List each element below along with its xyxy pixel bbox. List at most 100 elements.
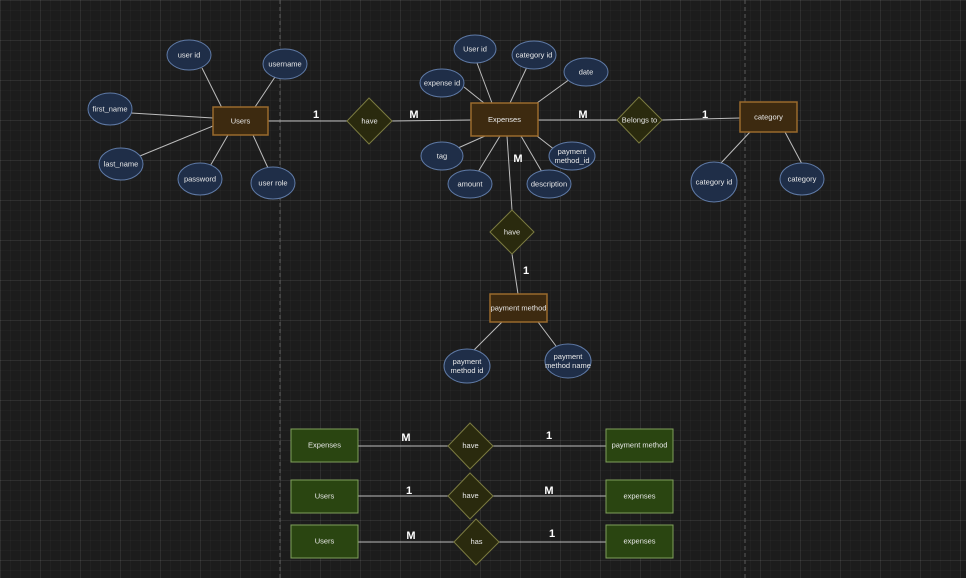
summary-row-1: Expenses M have 1 payment method (290, 422, 674, 470)
attribute-expenses-category-id[interactable]: category id (511, 40, 557, 70)
summary-row-2-right-label: expenses (623, 491, 655, 500)
entity-payment-method[interactable]: payment method (489, 293, 548, 323)
attribute-payment-method-id[interactable]: payment method id (443, 348, 491, 384)
summary-row-2-left-cardinality: 1 (406, 485, 412, 497)
cardinality-expenses-side-payment: M (513, 153, 522, 165)
attribute-category-category-id[interactable]: category id (690, 161, 738, 203)
cardinality-expenses-side-users: M (409, 109, 418, 121)
edge-expenses-expense-id (463, 86, 485, 104)
attribute-users-last-name-label: last_name (104, 159, 139, 168)
attribute-category-category-label: category (788, 174, 817, 183)
summary-row-1-right-label: payment method (612, 440, 668, 449)
attribute-users-user-id[interactable]: user id (166, 39, 212, 71)
attribute-expenses-expense-id[interactable]: expense id (419, 68, 465, 98)
attribute-expenses-tag-label: tag (437, 151, 447, 160)
edge-have-expenses (391, 119, 472, 122)
edge-expenses-have-payment (506, 135, 513, 211)
edge-belongs-to-category (661, 117, 741, 121)
summary-row-1-relationship-label: have (462, 441, 478, 450)
summary-row-2-relationship[interactable]: have (447, 472, 494, 520)
entity-payment-method-label: payment method (491, 303, 547, 312)
summary-row-2-relationship-label: have (462, 491, 478, 500)
cardinality-users-side: 1 (313, 109, 319, 121)
attribute-expenses-description-label: description (531, 179, 567, 188)
attribute-expenses-category-id-label: category id (516, 50, 553, 59)
attribute-users-first-name[interactable]: first_name (87, 92, 133, 126)
entity-users[interactable]: Users (212, 106, 269, 136)
summary-row-2-right-cardinality: M (544, 485, 553, 497)
summary-row-2-right-entity[interactable]: expenses (605, 479, 674, 514)
attribute-payment-method-id-line2: method id (451, 366, 484, 375)
attribute-expenses-user-id-label: User id (463, 44, 487, 53)
attribute-users-password-label: password (184, 174, 216, 183)
entity-users-label: Users (231, 116, 251, 125)
summary-row-1-left-entity[interactable]: Expenses (290, 428, 359, 463)
edge-users-user-id (201, 67, 223, 109)
edge-users-password (208, 134, 229, 169)
entity-expenses[interactable]: Expenses (470, 102, 539, 137)
attribute-category-category[interactable]: category (779, 162, 825, 196)
summary-row-1-right-entity[interactable]: payment method (605, 428, 674, 463)
edge-expenses-amount (477, 135, 501, 173)
edge-category-category (784, 131, 803, 165)
attribute-expenses-amount-label: amount (457, 179, 483, 188)
relationship-expenses-payment-label: have (504, 227, 520, 236)
attribute-users-password[interactable]: password (177, 162, 223, 196)
cardinality-payment-side: 1 (523, 265, 529, 277)
relationship-users-expenses-label: have (361, 116, 377, 125)
edge-expenses-payment-method-id (536, 135, 556, 151)
relationship-users-expenses[interactable]: have (346, 97, 393, 145)
edge-users-username (254, 76, 276, 108)
edge-users-user-role (252, 134, 269, 169)
summary-row-1-left-cardinality: M (401, 432, 410, 444)
attribute-category-category-id-label: category id (696, 177, 733, 186)
summary-row-3-relationship[interactable]: has (453, 518, 500, 566)
edge-payment-method-id (472, 321, 503, 352)
relationship-expenses-category-label: Belongs to (622, 115, 657, 124)
attribute-payment-method-name[interactable]: payment method name (544, 343, 592, 379)
attribute-users-user-role[interactable]: user role (250, 166, 296, 200)
summary-row-3-right-label: expenses (623, 536, 655, 545)
attribute-users-user-id-label: user id (178, 50, 201, 59)
summary-row-3-left-entity[interactable]: Users (290, 524, 359, 559)
cardinality-category-side: 1 (702, 109, 708, 121)
summary-row-3-right-entity[interactable]: expenses (605, 524, 674, 559)
summary-row-2-left-entity[interactable]: Users (290, 479, 359, 514)
summary-row-3: Users M has 1 expenses (290, 518, 674, 566)
attribute-expenses-payment-method-id-line1: payment (558, 147, 588, 156)
edge-users-last-name (134, 125, 214, 159)
attribute-users-first-name-label: first_name (92, 104, 127, 113)
attribute-expenses-tag[interactable]: tag (420, 141, 464, 171)
attribute-payment-method-name-line1: payment (554, 352, 584, 361)
edge-payment-method-name (537, 321, 557, 347)
edge-category-category-id (720, 131, 751, 164)
summary-row-1-left-label: Expenses (308, 440, 341, 449)
relationship-expenses-category[interactable]: Belongs to (616, 96, 663, 144)
attribute-expenses-date-label: date (579, 67, 594, 76)
attribute-expenses-payment-method-id[interactable]: payment method_id (548, 141, 596, 171)
edge-expenses-user-id (476, 62, 493, 104)
summary-row-2: Users 1 have M expenses (290, 472, 674, 520)
attribute-expenses-user-id[interactable]: User id (453, 34, 497, 64)
attribute-expenses-date[interactable]: date (563, 57, 609, 87)
entity-category[interactable]: category (739, 101, 798, 133)
entity-category-label: category (754, 112, 783, 121)
edge-users-first-name (130, 112, 214, 119)
attribute-expenses-description[interactable]: description (526, 169, 572, 199)
attribute-users-last-name[interactable]: last_name (98, 147, 144, 181)
entity-expenses-label: Expenses (488, 115, 521, 124)
attribute-payment-method-id-line1: payment (453, 357, 483, 366)
summary-row-1-relationship[interactable]: have (447, 422, 494, 470)
relationship-expenses-payment[interactable]: have (489, 209, 535, 255)
edge-expenses-date (536, 78, 571, 104)
attribute-expenses-expense-id-label: expense id (424, 78, 460, 87)
summary-row-3-relationship-label: has (470, 537, 482, 546)
edge-expenses-description (520, 135, 543, 173)
summary-row-1-right-cardinality: 1 (546, 430, 552, 442)
summary-row-3-left-cardinality: M (406, 530, 415, 542)
cardinality-expenses-side-category: M (578, 109, 587, 121)
attribute-expenses-amount[interactable]: amount (447, 169, 493, 199)
attribute-users-username-label: username (268, 59, 301, 68)
attribute-users-username[interactable]: username (262, 48, 308, 80)
